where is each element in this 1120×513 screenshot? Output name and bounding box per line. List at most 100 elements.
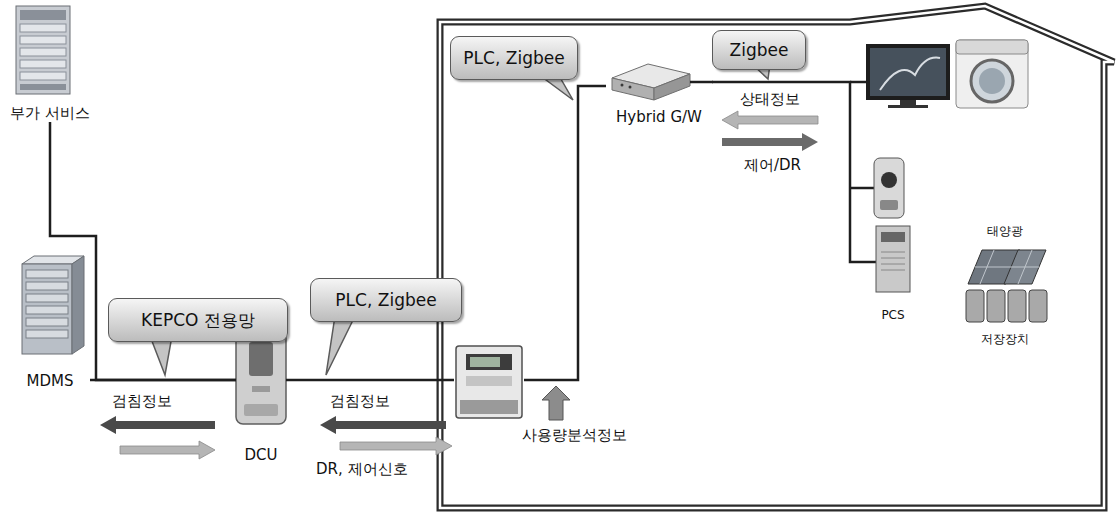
flow-arrow <box>722 111 818 129</box>
bus-wire <box>850 187 874 190</box>
pcs-icon <box>876 226 910 292</box>
panel-grid <box>1018 250 1032 284</box>
callout-bubble: KEPCO 전용망 <box>108 298 288 342</box>
flow-arrow <box>340 437 452 455</box>
dcu-detail <box>252 386 270 392</box>
pcs-vent <box>881 252 905 253</box>
dcu-detail <box>244 404 278 416</box>
flow-arrow <box>320 416 446 434</box>
drive-bay <box>26 282 68 290</box>
storage-cell <box>1008 290 1026 322</box>
callout-tail <box>326 316 355 375</box>
rack-base <box>20 84 66 90</box>
gateway-front <box>612 78 654 100</box>
meter-screen <box>470 357 500 367</box>
solar-storage: 태양광저장장치 <box>960 224 1050 346</box>
tv-icon <box>866 44 950 100</box>
washer-glass <box>979 68 1005 94</box>
washer-icon <box>956 40 1028 108</box>
drive-bay <box>26 318 68 326</box>
tv-screen <box>870 48 946 96</box>
callout-bubble: PLC, Zigbee <box>450 36 578 80</box>
plug-detail <box>880 200 898 210</box>
meter-icon <box>456 346 522 418</box>
washer-panel <box>956 40 1028 54</box>
dcu-device: DCU <box>236 326 286 464</box>
usage-arrow <box>542 386 570 420</box>
rack-slot <box>20 36 66 44</box>
flow-arrow <box>100 416 215 434</box>
drive-bay <box>26 270 68 278</box>
flow-label: DR, 제어신호 <box>316 460 408 478</box>
tv-picture <box>880 58 940 90</box>
device-label: 부가 서비스 <box>10 104 90 122</box>
drive-bay <box>26 306 68 314</box>
gateway-side <box>654 74 690 100</box>
device-label: Hybrid G/W <box>616 108 702 126</box>
callout-text: KEPCO 전용망 <box>141 310 255 330</box>
rack-slot <box>20 72 66 80</box>
callout-bubble: Zigbee <box>712 30 806 70</box>
storage-cell <box>1029 290 1047 322</box>
device-label: 사용량분석정보 <box>522 426 627 444</box>
device-label: 태양광 <box>987 224 1023 238</box>
callout-text: PLC, Zigbee <box>463 48 564 68</box>
drive-bay <box>26 294 68 302</box>
bus-wire <box>872 261 876 264</box>
house-outline-inner <box>440 6 1114 508</box>
server-front <box>22 264 72 354</box>
pcs-vent <box>881 258 905 259</box>
flow-arrow <box>120 441 215 459</box>
pcs-display <box>881 232 905 242</box>
flow-label: 검침정보 <box>112 392 172 410</box>
storage-cell <box>966 290 984 322</box>
rack-slot <box>20 24 66 32</box>
connector-line <box>286 379 454 382</box>
pcs-device: PCS <box>872 222 914 322</box>
house-outline <box>440 6 1114 508</box>
meter-terminal <box>460 400 518 414</box>
flow-label: 상태정보 <box>740 90 800 108</box>
pcs-vent <box>881 270 905 271</box>
server-rack-icon <box>16 6 70 94</box>
meter-detail <box>466 376 512 386</box>
rack-slot <box>20 60 66 68</box>
gateway-led <box>629 86 632 89</box>
callout-text: PLC, Zigbee <box>335 290 436 310</box>
device-label: MDMS <box>27 372 74 390</box>
washer-door <box>971 60 1013 102</box>
device-label: 저장장치 <box>981 332 1029 346</box>
device-label: PCS <box>881 308 904 322</box>
flow-label: 제어/DR <box>744 156 801 174</box>
connector-line <box>90 379 236 382</box>
device-label: DCU <box>244 446 277 464</box>
plug-icon <box>874 158 904 218</box>
plug-socket <box>881 172 897 188</box>
gateway-led <box>621 84 624 87</box>
tv-stand <box>900 100 916 105</box>
callout-text: Zigbee <box>730 40 789 60</box>
dcu-icon <box>236 330 286 424</box>
rack-slot <box>20 10 66 20</box>
flow-label: 검침정보 <box>330 392 390 410</box>
flow-arrow <box>722 133 818 151</box>
server-node: MDMS <box>10 252 90 390</box>
server-side <box>72 256 84 354</box>
pcs-vent <box>881 264 905 265</box>
gateway-device: Hybrid G/W <box>606 62 712 126</box>
connector-line <box>712 82 872 262</box>
panel-grid <box>975 267 1039 268</box>
rack-slot <box>20 48 66 56</box>
dcu-window <box>249 342 273 376</box>
callout-bubble: PLC, Zigbee <box>310 278 462 322</box>
gateway-stub <box>690 81 713 84</box>
panel-grid <box>980 250 994 284</box>
tv-stand <box>888 105 928 108</box>
smart-meter: 사용량분석정보 <box>454 342 524 422</box>
server-rack: 부가 서비스 <box>4 2 96 122</box>
bus-wire <box>850 81 866 84</box>
connector-line <box>524 86 606 380</box>
drive-bay <box>26 330 68 338</box>
meter-display <box>466 354 512 370</box>
